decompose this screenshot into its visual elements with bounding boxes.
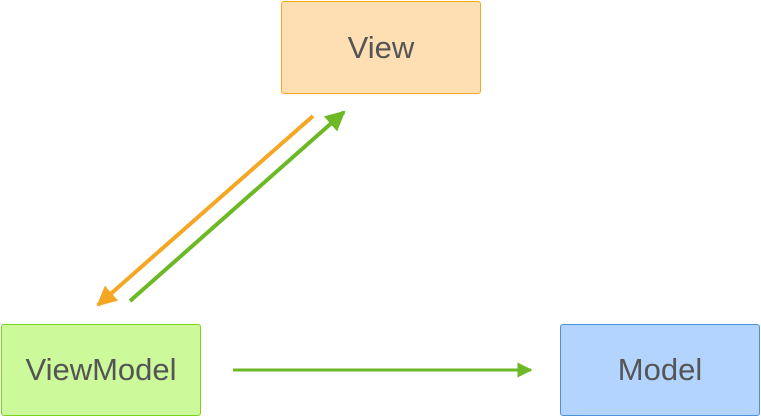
model-node-label: Model [617, 352, 703, 387]
viewmodel-node-label: ViewModel [25, 352, 177, 387]
viewmodel-node: ViewModel [1, 324, 201, 416]
model-node: Model [560, 324, 760, 416]
view-node-label: View [347, 29, 415, 65]
view-node: View [281, 1, 481, 94]
edge-view-to-viewmodel [96, 114, 315, 307]
edge-viewmodel-to-view [128, 110, 346, 303]
